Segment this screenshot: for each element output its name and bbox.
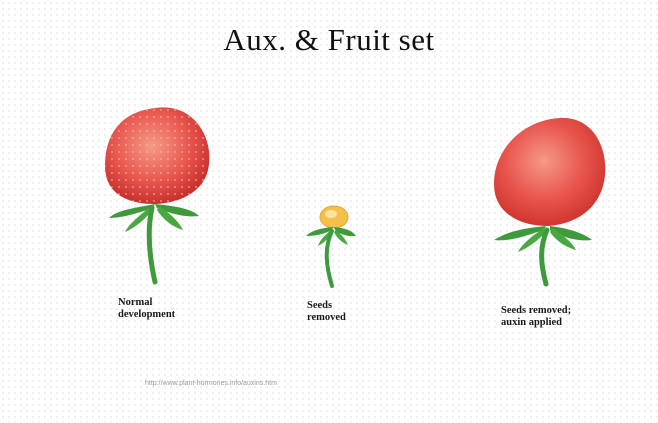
caption-auxin-applied-line1: Seeds removed; xyxy=(501,305,571,317)
panel-normal xyxy=(95,100,235,290)
caption-seeds-removed-line2: removed xyxy=(307,312,346,324)
panel-seeds-removed xyxy=(298,200,368,292)
strawberry-normal-icon xyxy=(95,100,235,290)
caption-seeds-removed: Seeds removed xyxy=(307,300,346,324)
panel-auxin-applied xyxy=(480,112,625,292)
caption-normal: Normal development xyxy=(118,297,175,321)
slide-title: Aux. & Fruit set xyxy=(0,22,658,58)
caption-normal-line2: development xyxy=(118,309,175,321)
source-url: http://www.plant-hormones.info/auxins.ht… xyxy=(145,380,277,387)
strawberry-auxin-icon xyxy=(480,112,625,292)
strawberry-small-icon xyxy=(298,200,368,292)
caption-auxin-applied: Seeds removed; auxin applied xyxy=(501,305,571,329)
caption-auxin-applied-line2: auxin applied xyxy=(501,317,571,329)
caption-normal-line1: Normal xyxy=(118,297,175,309)
caption-seeds-removed-line1: Seeds xyxy=(307,300,346,312)
